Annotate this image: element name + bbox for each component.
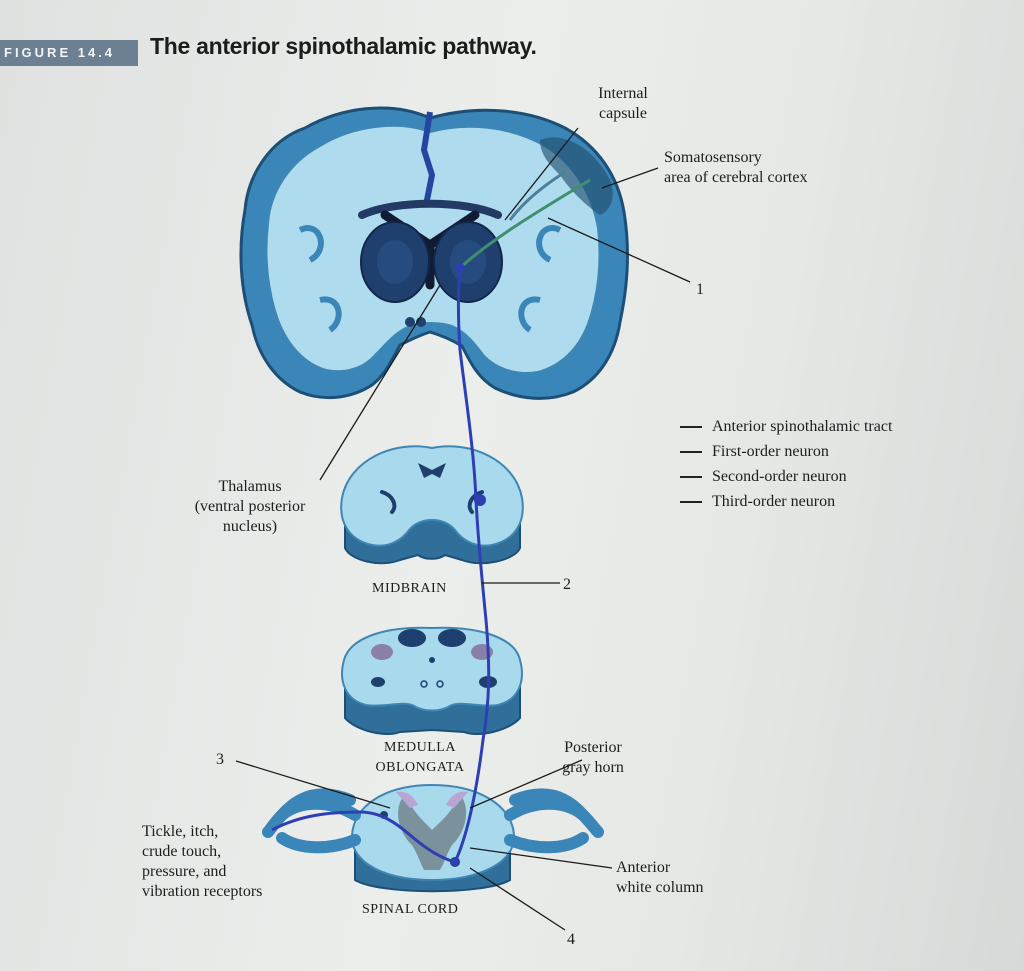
legend-anterior-spinothalamic-tract: Anterior spinothalamic tract — [680, 418, 892, 436]
label-thalamus: Thalamus (ventral posterior nucleus) — [194, 478, 306, 535]
label-number-3: 3 — [216, 751, 224, 768]
spinal-cord-section — [262, 783, 604, 893]
legend-line-tract — [680, 426, 702, 428]
label-posterior-gray-horn: Posterior gray horn — [562, 739, 624, 776]
third-order-neuron-path — [458, 178, 591, 270]
gray-matter — [398, 795, 467, 870]
label-medulla-oblongata: MEDULLA OBLONGATA — [375, 740, 465, 775]
somatosensory-area — [540, 137, 613, 215]
legend-line-first-order — [680, 451, 702, 453]
longitudinal-fissure — [420, 111, 436, 206]
neuron-pathway — [271, 178, 591, 866]
legend-line-third-order — [680, 501, 702, 503]
legend-label-first-order: First-order neuron — [712, 443, 829, 460]
first-order-neuron-path — [271, 810, 456, 864]
figure-title: The anterior spinothalamic pathway. — [150, 33, 537, 59]
label-number-2: 2 — [563, 576, 571, 593]
label-internal-capsule: Internal capsule — [598, 85, 648, 122]
label-anterior-white-column: Anterior white column — [616, 859, 704, 896]
label-number-1: 1 — [696, 281, 704, 298]
label-number-4: 4 — [567, 931, 575, 948]
label-spinal-cord: SPINAL CORD — [362, 902, 459, 917]
label-receptors: Tickle, itch, crude touch, pressure, and… — [142, 823, 263, 900]
label-somatosensory-area: Somatosensory area of cerebral cortex — [664, 149, 808, 186]
brain-section — [239, 106, 629, 400]
legend-label-third-order: Third-order neuron — [712, 493, 836, 510]
corpus-callosum — [358, 199, 502, 219]
legend-label-second-order: Second-order neuron — [712, 468, 847, 485]
legend-line-second-order — [680, 476, 702, 478]
legend-third-order-neuron: Third-order neuron — [680, 493, 835, 511]
leader-lines — [235, 127, 691, 931]
second-order-neuron-path — [453, 267, 491, 863]
legend-second-order-neuron: Second-order neuron — [680, 468, 847, 486]
figure-tag: FIGURE 14.4 — [0, 40, 138, 66]
midbrain-section — [340, 445, 524, 565]
legend-label-tract: Anterior spinothalamic tract — [712, 418, 893, 435]
medulla-section — [341, 626, 523, 736]
legend-first-order-neuron: First-order neuron — [680, 443, 829, 461]
internal-capsule — [508, 170, 566, 221]
medulla-body — [341, 626, 523, 712]
label-midbrain: MIDBRAIN — [372, 581, 447, 596]
